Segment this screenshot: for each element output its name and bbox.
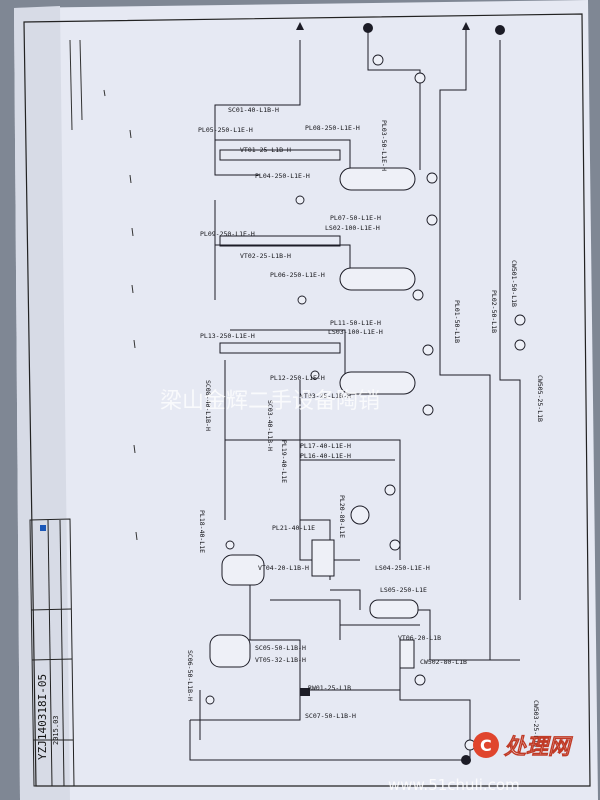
pump-pl20 — [350, 505, 370, 525]
pipe-label: PL18-40-L1E — [198, 510, 206, 553]
pipe-lines — [189, 30, 521, 761]
pipe-label: PL20-80-L1E — [338, 495, 346, 538]
site-logo: C 处理网 — [473, 732, 573, 760]
pipe-label: CW503-25-L1B — [532, 700, 540, 747]
pipe-label: SC08-40-L1B-H — [204, 380, 212, 431]
flow-arrows — [296, 22, 505, 765]
pipe-label: CW505-25-L1B — [536, 375, 544, 422]
pipe-label: PL21-40-L1E — [272, 524, 315, 532]
pipe-label: PL09-250-L1E-H — [200, 230, 255, 238]
notes-marks — [69, 39, 138, 541]
site-logo-icon — [473, 732, 499, 758]
condenser-ls05 — [369, 599, 419, 619]
pipe-label: PL19-40-L1E — [280, 440, 288, 483]
tank-middle — [221, 554, 265, 586]
pipe-label: CW502-80-L1B — [420, 658, 467, 666]
instrument-bubbles — [205, 54, 526, 751]
control-panel — [311, 539, 335, 577]
pipe-label: SC05-50-L1B-H — [255, 644, 306, 652]
pipe-label: VT01-25-L1B-H — [240, 146, 291, 154]
tank-bottom — [209, 634, 251, 668]
pipe-label: VT05-32-L1B-H — [255, 656, 306, 664]
drawing-number: YZJ140318I-05 — [36, 674, 49, 760]
company-logo — [40, 525, 46, 531]
watermark-text: 梁山金辉二手设备陶销 — [160, 389, 380, 414]
pipe-label: PL05-250-L1E-H — [198, 126, 253, 134]
pipe-label: SC01-40-L1B-H — [228, 106, 279, 114]
drawing-border — [23, 13, 591, 787]
pipe-label: SC03-40-L1B-H — [266, 400, 274, 451]
paper-sheet — [14, 0, 598, 800]
pipe-label: SC06-50-L1B-H — [186, 650, 194, 701]
evaporator-effect-2 — [219, 235, 416, 291]
pipe-label: PL03-50-L1E-H — [380, 120, 388, 171]
pipe-label: LS02-100-L1E-H — [325, 224, 380, 232]
pipe-label: PL13-250-L1E-H — [200, 332, 255, 340]
site-url: www.51chuli.com — [388, 776, 520, 794]
pipe-label: PL01-50-L1B — [453, 300, 461, 343]
pipe-label: PL08-250-L1E-H — [305, 124, 360, 132]
pump-rw01 — [300, 688, 310, 696]
evaporator-effect-1 — [219, 149, 416, 191]
pipe-label: RW01-25-L1B — [308, 684, 351, 692]
pipe-label: LS04-250-L1E-H — [375, 564, 430, 572]
pipe-label: PL06-250-L1E-H — [270, 271, 325, 279]
pipe-label-group: SC01-40-L1B-H PL05-250-L1E-H PL08-250-L1E-… — [186, 106, 544, 747]
site-logo-text: 处理网 — [503, 735, 573, 760]
svg-text:C: C — [480, 736, 492, 755]
drawing-date: 2015.03 — [52, 715, 60, 745]
pipe-label: VT03-25-L1B-H — [300, 392, 351, 400]
pipe-label: VT02-25-L1B-H — [240, 252, 291, 260]
separator-vt06 — [399, 639, 415, 669]
paper-shadow — [14, 6, 70, 800]
title-block: YZJ140318I-05 2015.03 — [29, 518, 75, 787]
pipe-label: LS05-250-L1E — [380, 586, 427, 594]
pipe-label: PL07-50-L1E-H — [330, 214, 381, 222]
pipe-label: SC07-50-L1B-H — [305, 712, 356, 720]
pipe-label: PL11-50-L1E-H — [330, 319, 381, 327]
pipe-label: PL17-40-L1E-H — [300, 442, 351, 450]
pipe-label: CW501-50-L1B — [510, 260, 518, 307]
pipe-label: PL04-250-L1E-H — [255, 172, 310, 180]
pipe-label: VT04-20-L1B-H — [258, 564, 309, 572]
pipe-label: LS03-100-L1E-H — [328, 328, 383, 336]
evaporator-effect-3 — [219, 342, 416, 395]
pipe-label: VT06-20-L1B — [398, 634, 441, 642]
pipe-label: PL12-250-L1E-H — [270, 374, 325, 382]
pipe-label: PL02-50-L1B — [490, 290, 498, 333]
pipe-label: PL16-40-L1E-H — [300, 452, 351, 460]
